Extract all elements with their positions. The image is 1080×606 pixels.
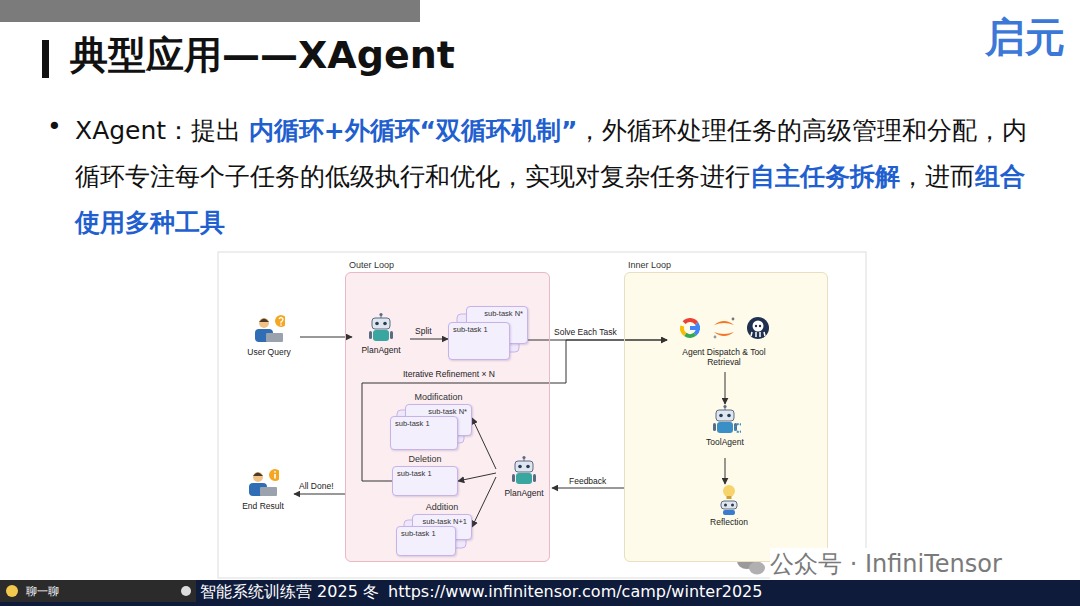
bar-text: 智能系统训练营 2025 冬 <box>200 582 379 603</box>
person-icon <box>255 315 285 342</box>
user-query: User Query <box>238 314 300 368</box>
region-title: Outer Loop <box>349 260 394 270</box>
diagram-frame <box>218 252 866 578</box>
highlight-text: 自主任务拆解 <box>750 162 900 191</box>
robot-icon <box>369 313 393 341</box>
watermark: 公众号 · InfiniTensor <box>770 548 1002 580</box>
subtask-label: sub-task 1 <box>401 529 451 538</box>
region-fill <box>624 272 828 562</box>
bullet-text: ，进而 <box>900 162 975 191</box>
region-title: Inner Loop <box>628 260 671 270</box>
flow-arrow <box>410 339 448 340</box>
screen-strip <box>0 0 420 22</box>
outer-loop-region: Outer LoopPlanAgentsub-task N*sub-task 1… <box>345 272 550 562</box>
stack-heading: Modification <box>414 392 462 403</box>
title-bar <box>42 40 49 78</box>
plan-agent: PlanAgent <box>352 312 410 362</box>
agent-icon <box>709 404 741 435</box>
logo-text: 启元 <box>985 10 1065 65</box>
subtask-label: sub-task 1 <box>395 419 453 428</box>
tools-icon <box>680 317 769 339</box>
agent-icon <box>508 455 540 486</box>
reflection: Reflection <box>694 484 764 542</box>
node-label: Agent Dispatch & Tool Retrieval <box>667 347 781 367</box>
send-icon <box>181 586 191 596</box>
subtask-label: sub-task 1 <box>397 469 453 478</box>
agent-icon <box>247 468 279 499</box>
flow-arrow <box>362 340 667 481</box>
agent-icon <box>713 484 745 515</box>
robot-icon <box>512 456 536 484</box>
flow-arrow <box>725 372 726 404</box>
agent-icon <box>365 312 397 343</box>
chat-text: 聊一聊 <box>26 584 59 599</box>
subtask-label: sub-task 1 <box>453 325 505 334</box>
stack-heading: Deletion <box>408 454 441 465</box>
slide-title: 典型应用——XAgent <box>70 30 455 81</box>
edge-label: All Done! <box>298 481 335 491</box>
flow-arrow <box>458 473 496 481</box>
node-label: Reflection <box>710 517 748 527</box>
node-label: PlanAgent <box>504 488 543 498</box>
node-label: PlanAgent <box>361 345 400 355</box>
edge-label: Feedback <box>568 476 607 486</box>
bullet: • <box>47 112 62 141</box>
chat-box <box>0 580 196 602</box>
flow-arrow <box>472 418 496 469</box>
end-result: End Result <box>232 468 294 520</box>
flow-arrow <box>552 488 624 489</box>
agent-dispatch: Agent Dispatch & Tool Retrieval <box>667 314 781 372</box>
subtask-card: sub-task 1 <box>448 322 510 360</box>
bullet-paragraph: XAgent：提出内循环+外循环“双循环机制”，外循环处理任务的高级管理和分配，… <box>75 108 1040 246</box>
edge-label: Solve Each Task <box>553 327 618 337</box>
subtask-label: sub-task N+1 <box>417 517 467 526</box>
flow-arrow <box>294 494 345 495</box>
edge-label: Split <box>414 326 433 336</box>
agent-icon <box>674 314 774 345</box>
emoji-icon <box>6 585 18 597</box>
flow-arrow <box>472 477 496 527</box>
flow-arrow <box>725 458 726 484</box>
person2-icon <box>249 469 279 496</box>
subtask-card: Deletionsub-task 1 <box>392 466 458 496</box>
subtask-card: sub-task 1 <box>396 526 456 556</box>
edge-label: Iterative Refinement × N <box>402 369 496 379</box>
bar-url: https://www.infinitensor.com/camp/winter… <box>388 582 762 601</box>
node-label: User Query <box>247 347 290 357</box>
stack-heading: Addition <box>426 502 459 513</box>
region-fill <box>345 272 550 562</box>
subtask-card: sub-task 1 <box>390 416 458 450</box>
agent-icon <box>253 314 285 345</box>
node-label: ToolAgent <box>706 437 744 447</box>
subtask-label: sub-task N* <box>471 309 523 318</box>
tool-agent: ToolAgent <box>696 404 754 458</box>
bottom-bar <box>0 580 1080 606</box>
reflect-icon <box>721 485 737 515</box>
inner-loop-region: Inner LoopAgent Dispatch & Tool Retrieva… <box>624 272 828 562</box>
bullet-text: XAgent：提出 <box>75 116 241 145</box>
toolrobot-icon <box>713 405 741 433</box>
subtask-label: sub-task N* <box>410 407 467 416</box>
highlight-text: 内循环+外循环“双循环机制” <box>249 116 578 145</box>
plan-agent: PlanAgent <box>496 455 552 507</box>
node-label: End Result <box>242 501 284 511</box>
